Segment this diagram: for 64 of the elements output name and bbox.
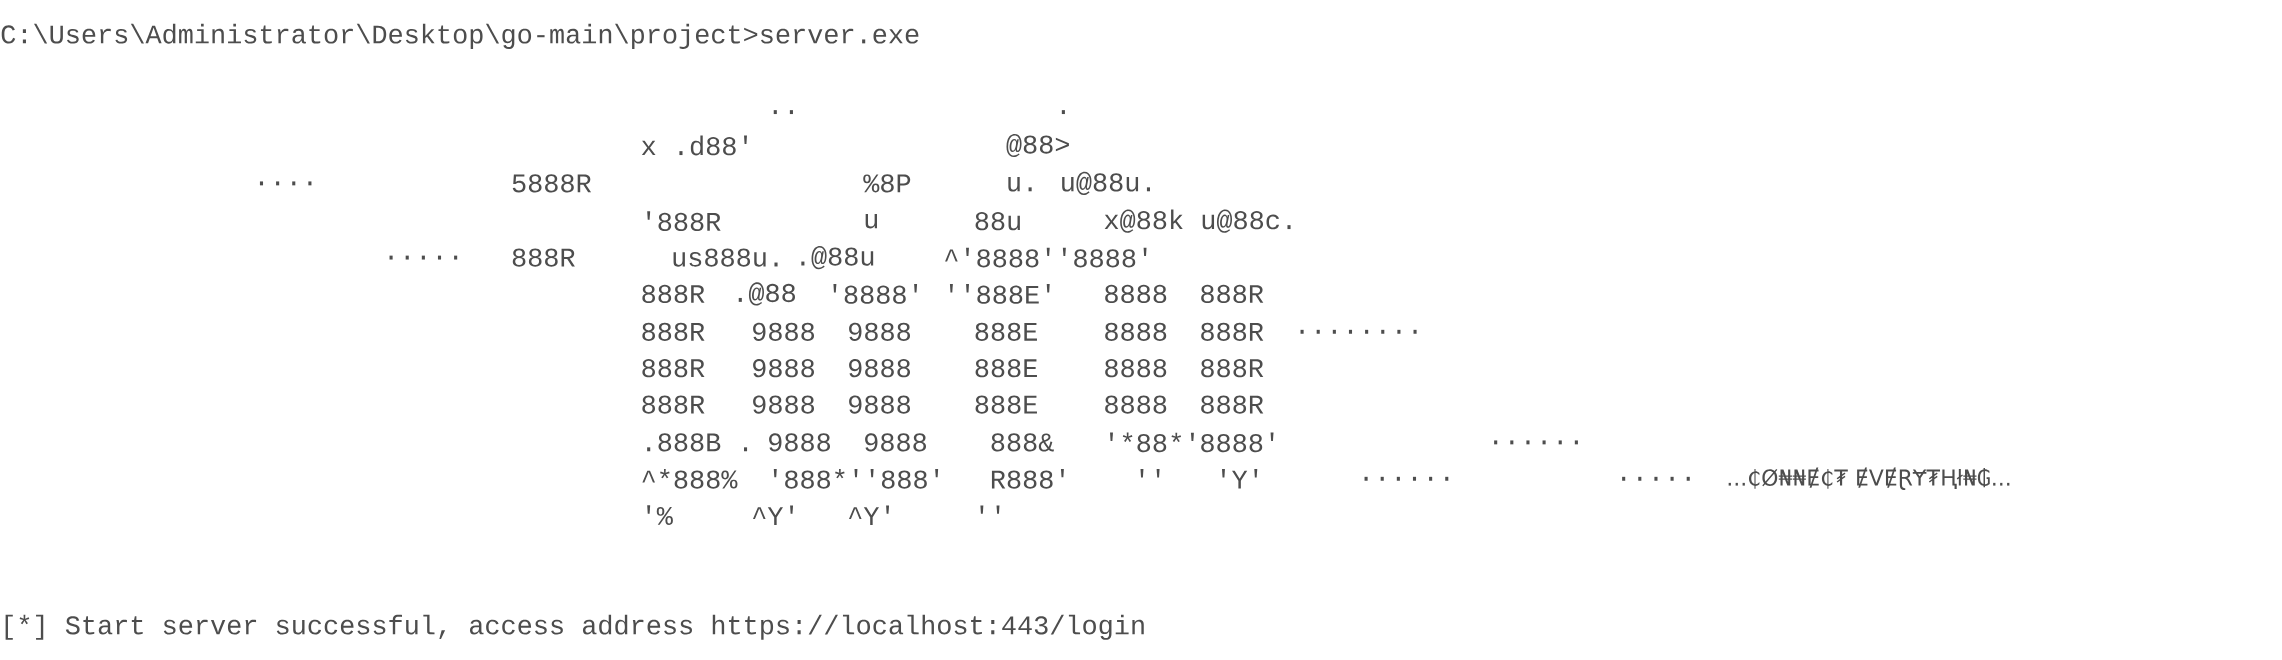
ascii-art-text: 888E: [975, 395, 1037, 414]
command-line: C:\Users\Administrator\Desktop\go-main\project>server.exe: [1, 23, 919, 49]
ascii-art-text: ......: [1364, 476, 1449, 481]
ascii-art-text: ..: [773, 110, 793, 115]
ascii-art-text: u. u@88u.: [1008, 171, 1150, 195]
ascii-art-text: 9888: [753, 395, 814, 414]
ascii-art-text: .888B .: [647, 433, 748, 452]
ascii-art-text: '888R: [647, 211, 721, 232]
ascii-art-text: 9888: [865, 433, 926, 452]
ascii-art-text: 888&: [991, 433, 1054, 452]
ascii-art-text: ......: [1494, 440, 1578, 445]
ascii-art-text: 888R: [1201, 395, 1264, 414]
ascii-art-text: us888u.: [673, 248, 778, 267]
ascii-art-text: ...₵Ø₦₦Ɇ₵₮ ɆVɆⱤɎ₮Ⱨł₦₲...: [1728, 467, 2010, 490]
ascii-art-text: 8888: [1105, 359, 1167, 378]
ascii-art-text: x@88k u@88c.: [1104, 209, 1291, 233]
ascii-art-text: ^Y': [848, 505, 890, 525]
ascii-art-text: 9888: [753, 359, 814, 378]
ascii-art-text: @88>: [1006, 133, 1069, 158]
ascii-art-text: .@88u: [801, 245, 874, 270]
ascii-art-text: 888E: [975, 359, 1037, 378]
ascii-art-text: ^Y': [752, 505, 794, 525]
ascii-art-text: '*88: [1110, 432, 1167, 453]
command-line: [*] Start server successful, access address https://localhost:443/login: [5, 614, 1144, 640]
ascii-art-text: ....: [259, 181, 312, 186]
ascii-art-text: 888R: [1201, 284, 1264, 304]
ascii-art-text: ''888E': [949, 284, 1050, 304]
ascii-art-text: 888R: [1201, 322, 1264, 341]
ascii-art-text: 9888: [849, 395, 910, 414]
ascii-art-text: *': [1171, 432, 1194, 443]
ascii-art-text: 5888R: [512, 174, 592, 193]
ascii-art-text: .@88: [738, 282, 795, 306]
ascii-art-text: x .d88': [641, 135, 747, 156]
ascii-art-text: 888R: [642, 284, 705, 304]
ascii-art-text: 9888: [849, 359, 910, 378]
ascii-art-text: 88u: [975, 212, 1020, 231]
ascii-art-text: 8888: [1105, 395, 1167, 414]
ascii-art-text: 888R: [1201, 359, 1264, 378]
ascii-art-text: '': [1140, 469, 1160, 478]
ascii-art-text: 888R: [642, 359, 705, 378]
ascii-art-text: 888E: [975, 322, 1037, 341]
ascii-art-text: 8888: [1105, 284, 1167, 304]
ascii-art-text: ........: [1300, 329, 1417, 334]
ascii-art-text: %8P: [863, 174, 911, 193]
ascii-art-text: ^'8888''8888': [945, 247, 1147, 268]
ascii-art-text: 'Y': [1222, 469, 1258, 489]
ascii-art-text: .: [1061, 110, 1065, 115]
ascii-art-text: '8888': [833, 284, 918, 304]
ascii-art-text: 888R: [512, 248, 575, 267]
ascii-art-text: 9888: [769, 433, 830, 452]
ascii-art-text: .....: [389, 255, 458, 260]
ascii-art-text: .....: [1622, 476, 1690, 481]
ascii-art-text: '888*''888': [773, 468, 939, 489]
ascii-art-text: 9888: [849, 322, 910, 341]
ascii-art-text: '%: [647, 505, 673, 525]
ascii-art-text: '': [980, 505, 1000, 514]
ascii-art-text: u: [865, 213, 878, 229]
ascii-art-text: 8888: [1105, 322, 1167, 341]
ascii-art-text: 888R: [642, 395, 705, 414]
ascii-art-text: 8888': [1201, 432, 1274, 453]
ascii-art-text: R888': [991, 468, 1064, 489]
ascii-art-text: 888R: [642, 322, 705, 341]
ascii-art-text: 9888: [753, 322, 814, 341]
ascii-art-text: ^*888%: [642, 468, 738, 489]
